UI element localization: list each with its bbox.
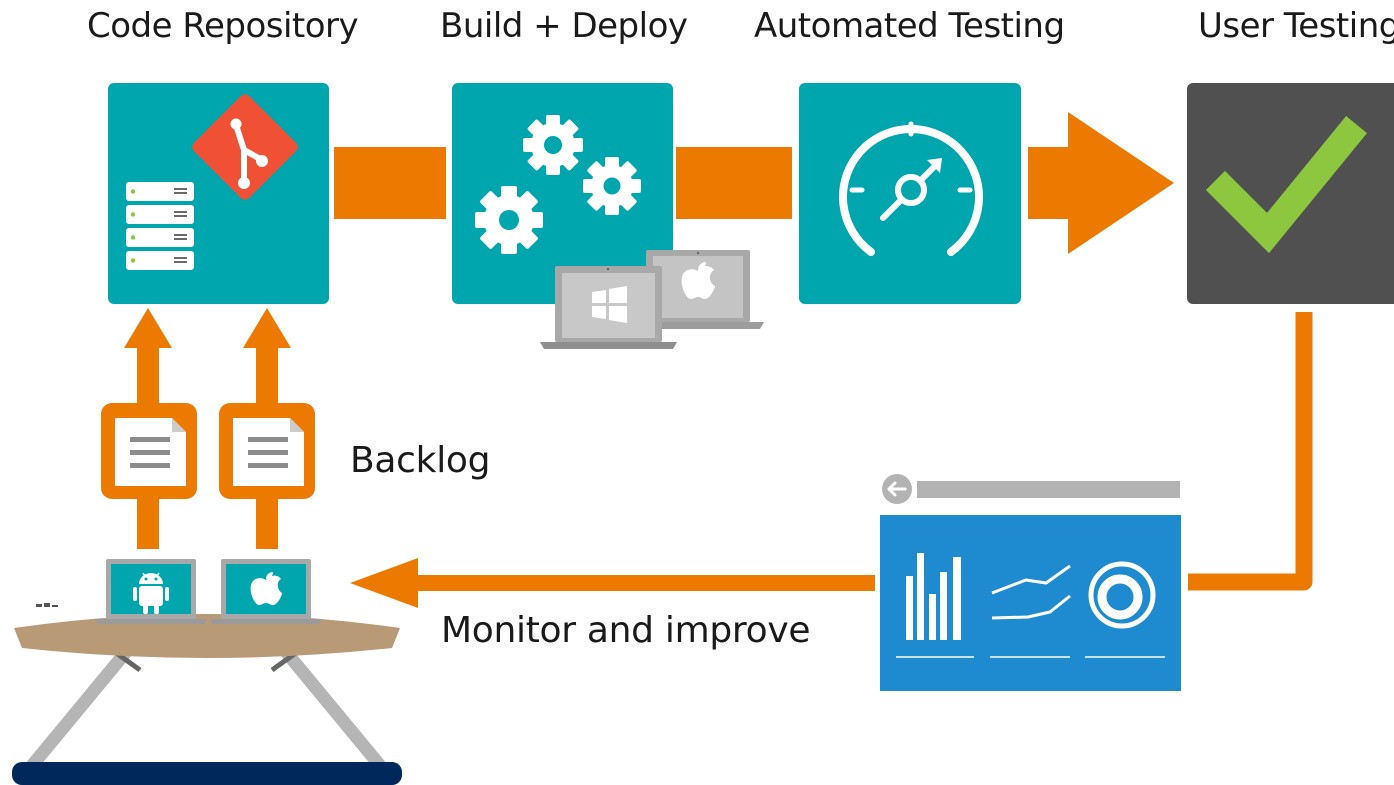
stage-label-build-deploy: Build + Deploy <box>440 6 688 46</box>
windows-laptop-icon <box>540 266 677 349</box>
desk <box>12 603 402 785</box>
backlog-label: Backlog <box>350 440 491 481</box>
server-stack-icon <box>126 182 194 270</box>
stage-label-code-repository: Code Repository <box>87 6 359 46</box>
code-repository-tile <box>108 83 329 304</box>
connector-repo-build <box>334 147 446 219</box>
arrow-test-to-user <box>1028 112 1174 254</box>
ios-laptop-icon <box>210 559 322 624</box>
automated-testing-tile <box>799 83 1021 304</box>
monitor-label: Monitor and improve <box>441 610 811 651</box>
mac-laptop-icon <box>640 250 764 329</box>
windows-logo-icon <box>592 286 627 323</box>
gears-icon <box>475 115 641 254</box>
stage-label-automated-testing: Automated Testing <box>754 6 1065 46</box>
monitor-arrow <box>350 558 875 608</box>
line-chart-icon <box>991 564 1071 620</box>
ios-apple-logo-icon <box>250 572 282 605</box>
donut-chart-icon <box>1088 561 1156 629</box>
feedback-line <box>1188 312 1313 591</box>
git-icon <box>192 94 298 200</box>
android-laptop-icon <box>95 559 207 624</box>
android-logo-icon <box>133 572 169 614</box>
backlog-document-icon-right <box>219 403 315 499</box>
speedometer-icon <box>839 121 983 256</box>
checkmark-icon <box>1205 116 1367 254</box>
build-deploy-tile <box>452 83 673 304</box>
backlog-feed-right <box>243 308 291 549</box>
connector-build-test <box>676 147 792 219</box>
dashboard-panel <box>880 474 1181 691</box>
user-testing-tile <box>1187 83 1394 304</box>
backlog-feed-left <box>124 308 172 549</box>
backlog-document-icon-left <box>101 403 197 499</box>
bar-chart-icon <box>906 553 961 640</box>
stage-label-user-testing: User Testing <box>1198 6 1394 46</box>
apple-logo-icon <box>681 262 715 299</box>
